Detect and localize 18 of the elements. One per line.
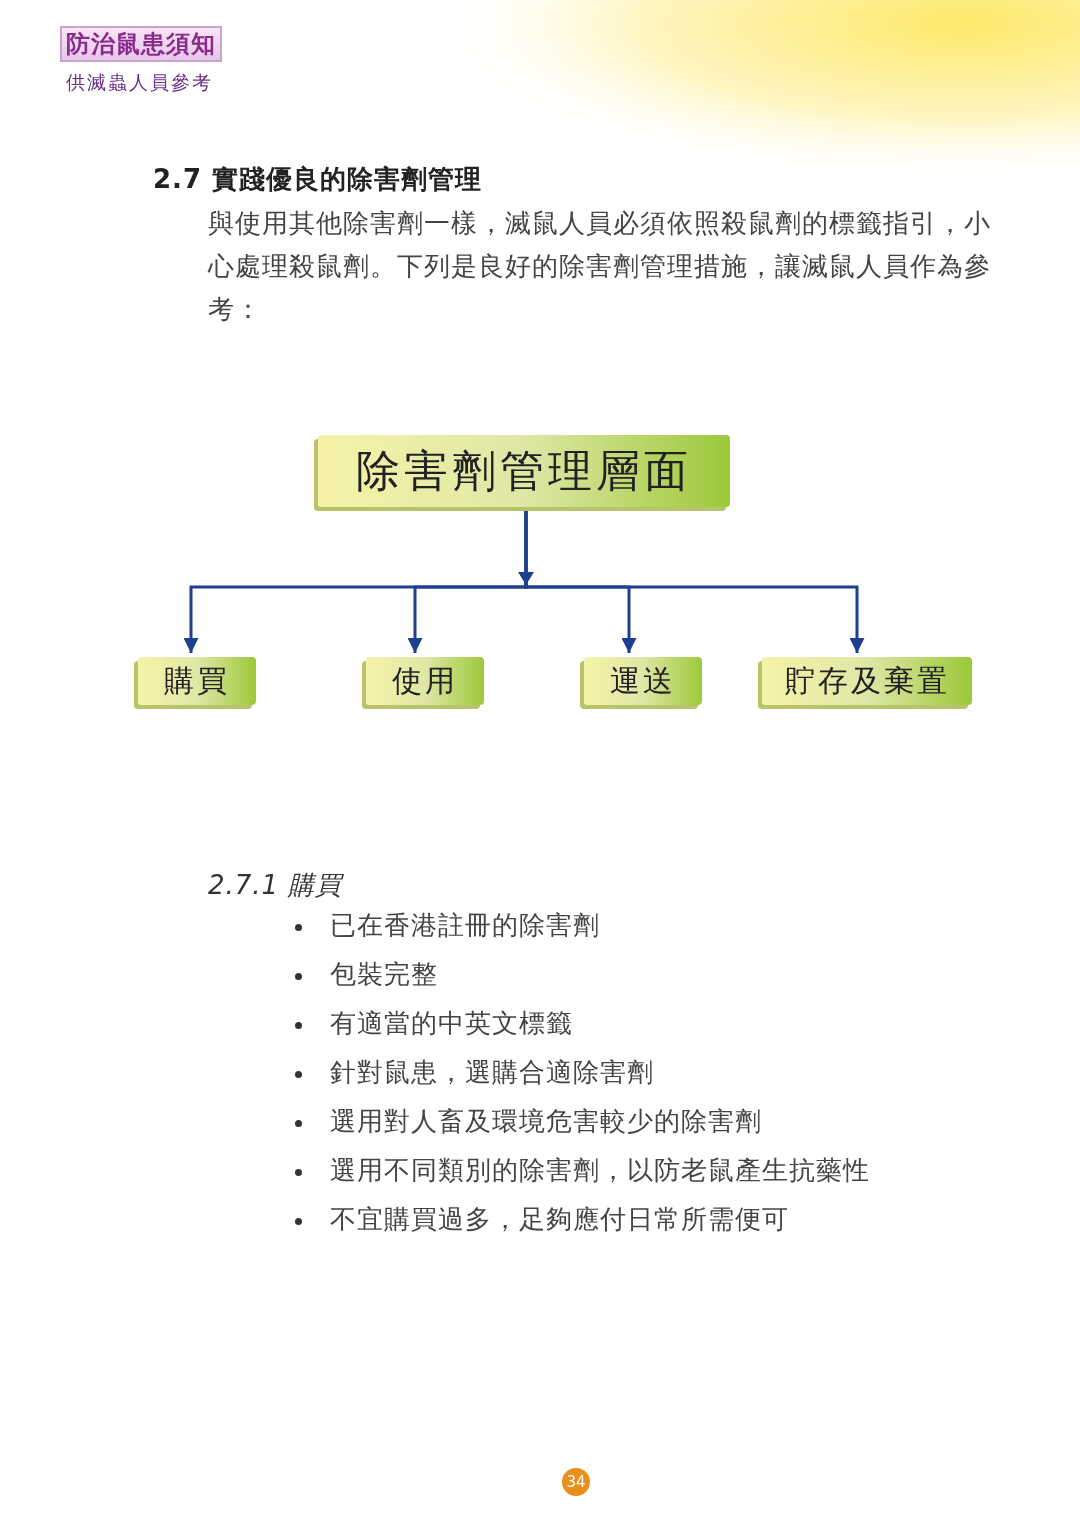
page-number: 34 bbox=[562, 1468, 590, 1496]
box-label: 運送 bbox=[610, 661, 676, 700]
section-heading: 2.7 實踐優良的除害劑管理 bbox=[153, 163, 483, 196]
intro-paragraph: 與使用其他除害劑一樣，滅鼠人員必須依照殺鼠劑的標籤指引，小心處理殺鼠劑。下列是良好的除害劑管理措施，讓滅鼠人員作為參考： bbox=[208, 207, 992, 326]
header-subtitle: 供滅蟲人員參考 bbox=[66, 70, 213, 95]
bullet-text: 不宜購買過多，足夠應付日常所需便可 bbox=[330, 1203, 789, 1236]
header-title: 防治鼠患須知 bbox=[60, 26, 222, 62]
bullet-text: 選用對人畜及環境危害較少的除害劑 bbox=[330, 1105, 762, 1138]
bullet-text: 針對鼠患，選購合適除害劑 bbox=[330, 1056, 654, 1089]
bullet-text: 有適當的中英文標籤 bbox=[330, 1007, 573, 1040]
bullet-text: 包裝完整 bbox=[330, 958, 438, 991]
box-label: 使用 bbox=[392, 661, 458, 700]
box-label: 購買 bbox=[164, 661, 230, 700]
bullet-text: 選用不同類別的除害劑，以防老鼠產生抗藥性 bbox=[330, 1154, 870, 1187]
box-label: 貯存及棄置 bbox=[784, 661, 950, 700]
bullet-text: 已在香港註冊的除害劑 bbox=[330, 909, 600, 942]
subsection-heading: 2.7.1 購買 bbox=[208, 869, 343, 902]
box-label: 除害劑管理層面 bbox=[356, 443, 692, 498]
